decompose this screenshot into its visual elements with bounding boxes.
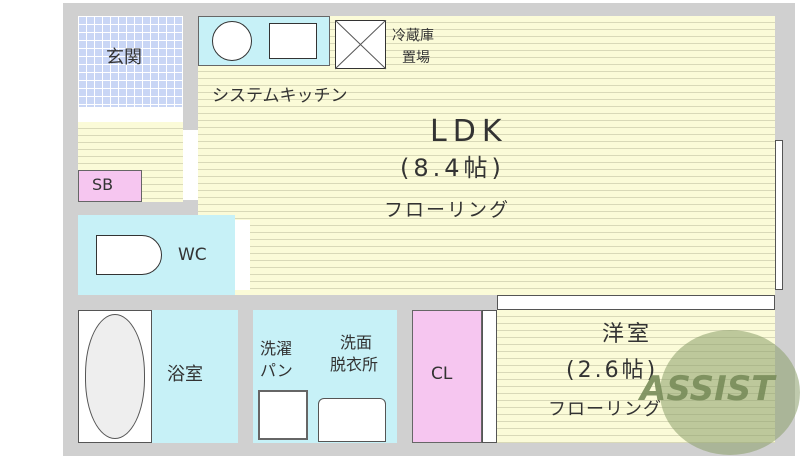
closet <box>412 310 482 443</box>
washing-pan-icon <box>258 390 308 440</box>
closet-door <box>482 310 497 443</box>
toilet-icon <box>96 235 162 275</box>
bathtub-icon <box>85 314 145 439</box>
label-fridge-2: 置場 <box>402 50 430 66</box>
label-kitchen: システムキッチン <box>212 86 348 106</box>
label-toilet: WC <box>178 245 207 265</box>
window <box>775 140 783 290</box>
label-ldk-size: (8.4帖) <box>400 154 505 182</box>
sliding-door <box>497 295 775 310</box>
label-ldk: LDK <box>430 114 508 149</box>
label-wash-1: 洗面 <box>340 333 373 352</box>
label-western-floor: フローリング <box>548 399 662 420</box>
label-wash-2: 脱衣所 <box>330 355 379 374</box>
label-western-size: (2.6帖) <box>566 358 659 383</box>
shoe-box <box>78 170 142 202</box>
bathtub <box>78 310 152 443</box>
label-bath: 浴室 <box>167 364 203 385</box>
sink-icon <box>269 23 317 59</box>
label-ldk-floor: フローリング <box>384 199 511 221</box>
label-western: 洋室 <box>602 322 653 347</box>
bathroom <box>152 310 238 443</box>
fridge-space-icon <box>335 20 387 70</box>
stove-icon <box>212 21 252 61</box>
ldk-doorway <box>183 130 198 200</box>
label-shoe-box: SB <box>92 175 114 194</box>
entrance-area <box>78 16 183 107</box>
watermark-logo <box>660 330 800 455</box>
label-laundry-2: パン <box>260 361 293 380</box>
vanity-icon <box>318 398 386 442</box>
label-closet: CL <box>431 364 453 384</box>
wc-doorway <box>235 220 250 290</box>
watermark-text: ASSIST <box>640 369 775 409</box>
label-fridge-1: 冷蔵庫 <box>392 28 434 44</box>
step <box>78 107 183 122</box>
label-laundry-1: 洗濯 <box>260 339 293 358</box>
label-entrance: 玄関 <box>106 47 142 68</box>
